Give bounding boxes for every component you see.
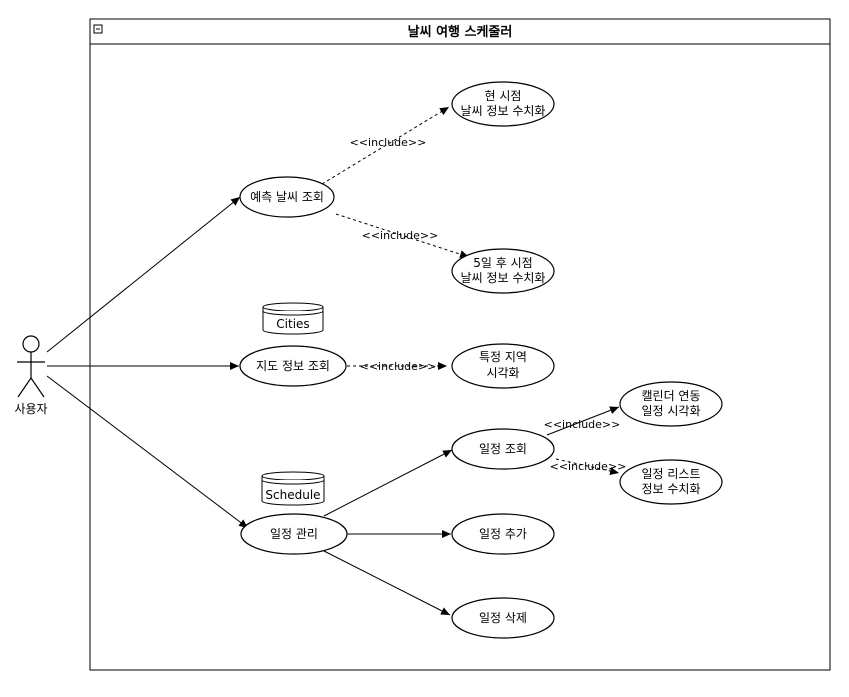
usecase-current-line2: 날씨 정보 수치화 [461,104,546,118]
usecase-calendar-line2: 일정 시각화 [641,404,700,418]
system-title: 날씨 여행 스케줄러 [408,24,513,40]
include-forecast-fiveday [335,213,470,259]
usecase-schedule-view-label: 일정 조회 [479,442,527,456]
usecase-add-label: 일정 추가 [479,527,527,541]
actor-user[interactable]: 사용자 [14,335,48,416]
usecase-forecast-label: 예측 날씨 조회 [250,190,324,204]
datastore-cities-label: Cities [276,317,309,331]
assoc-forecast [46,196,241,353]
include-forecast-current [321,106,450,185]
usecase-delete[interactable]: 일정 삭제 [451,597,555,639]
usecase-forecast[interactable]: 예측 날씨 조회 [239,176,335,218]
usecase-region-line2: 시각화 [486,366,519,380]
usecase-current-weather[interactable]: 현 시점 날씨 정보 수치화 [451,81,555,127]
usecase-manage[interactable]: 일정 관리 [240,513,348,555]
include-label-3: <<include>> [360,360,437,373]
datastore-cities[interactable]: Cities [262,302,324,335]
system-boundary[interactable]: 날씨 여행 스케줄러 [89,18,831,671]
assoc-manage-delete [323,550,451,616]
usecase-current-line1: 현 시점 [485,89,522,103]
include-label-1: <<include>> [350,136,427,149]
assoc-manage-view [323,449,453,517]
include-label-5: <<include>> [550,460,627,473]
include-view-list [555,458,620,475]
usecase-list[interactable]: 일정 리스트 정보 수치화 [619,459,723,505]
usecase-region-line1: 특정 지역 [479,350,527,364]
usecase-fiveday-line1: 5일 후 시점 [473,256,532,270]
usecase-list-line2: 정보 수치화 [641,482,700,496]
datastore-schedule[interactable]: Schedule [261,471,325,506]
include-label-2: <<include>> [362,229,439,242]
usecase-calendar-line1: 캘린더 연동 [641,389,700,403]
usecase-list-line1: 일정 리스트 [641,467,700,481]
assoc-manage [46,375,249,529]
usecase-map[interactable]: 지도 정보 조회 [239,345,347,387]
usecase-delete-label: 일정 삭제 [479,611,527,625]
usecase-manage-label: 일정 관리 [270,527,318,541]
usecase-schedule-view[interactable]: 일정 조회 [451,428,555,470]
collapse-icon[interactable] [93,24,103,34]
usecase-map-label: 지도 정보 조회 [256,359,330,373]
actor-label: 사용자 [14,402,47,416]
usecase-fiveday-line2: 날씨 정보 수치화 [461,271,546,285]
include-view-calendar [546,406,620,436]
datastore-schedule-label: Schedule [265,488,320,502]
usecase-fiveday-weather[interactable]: 5일 후 시점 날씨 정보 수치화 [451,248,555,294]
usecase-region[interactable]: 특정 지역 시각화 [451,343,555,389]
usecase-add[interactable]: 일정 추가 [451,513,555,555]
include-label-4: <<include>> [544,418,621,431]
usecase-calendar[interactable]: 캘린더 연동 일정 시각화 [619,381,723,427]
